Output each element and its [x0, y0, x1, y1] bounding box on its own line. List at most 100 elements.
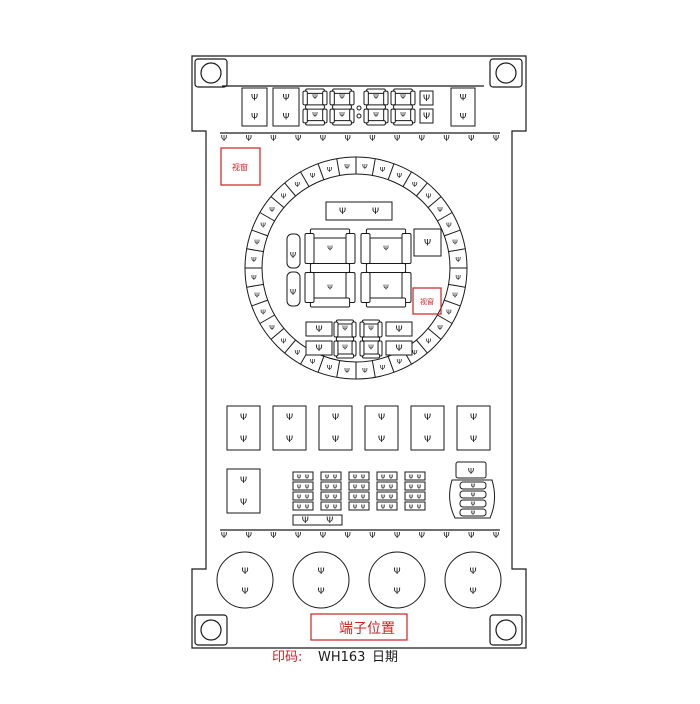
segment-box-outline: [241, 87, 268, 127]
segment-bar: [365, 263, 407, 273]
segment-bar: [401, 233, 412, 264]
pin-mark: Ψ: [409, 474, 414, 481]
top-unit-box-2: Ψ: [419, 108, 434, 124]
ring-segment-mark: Ψ: [455, 256, 461, 264]
segment-bar: [359, 340, 365, 357]
small-digit-2: ΨΨ: [359, 319, 383, 359]
small-digit-1: ΨΨ: [333, 319, 357, 359]
pin-mark: Ψ: [327, 244, 333, 252]
ring-segment-mark: Ψ: [260, 222, 266, 230]
pin-mark: Ψ: [312, 93, 318, 101]
pin-mark: Ψ: [297, 504, 302, 511]
pin-mark: Ψ: [339, 207, 346, 217]
pin-mark: Ψ: [468, 467, 474, 476]
segment-bar: [349, 90, 355, 106]
center-unit-box: Ψ: [413, 228, 442, 257]
top-digit-4: ΨΨ: [390, 88, 416, 126]
scale-tick: Ψ: [221, 134, 227, 143]
ring-segment-mark: Ψ: [426, 337, 432, 345]
segment-bar: [360, 272, 371, 303]
pin-mark: Ψ: [423, 94, 430, 104]
grid-bar-cell: [404, 501, 426, 511]
segment-bar: [286, 271, 301, 307]
segment-box-outline: [385, 340, 413, 356]
segment-box-outline: [226, 405, 261, 451]
top-right-box: ΨΨ: [450, 87, 476, 127]
icon-box-5: ΨΨ: [410, 405, 445, 451]
segment-bar: [345, 233, 356, 264]
ring-segment-divider: [259, 212, 275, 222]
ring-segment-divider: [336, 158, 341, 176]
ring-segment-mark: Ψ: [426, 193, 432, 201]
ring-segment-divider: [317, 356, 325, 373]
scale-tick: Ψ: [246, 134, 252, 143]
grid-bar-cell: [292, 481, 314, 491]
ring-segment-mark: Ψ: [455, 274, 461, 282]
ring-segment-divider: [427, 196, 442, 208]
scale-tick: Ψ: [493, 134, 499, 143]
segment-bar: [363, 108, 369, 124]
small-left-box-1: Ψ: [305, 321, 333, 337]
pin-mark: Ψ: [417, 504, 422, 511]
grid-bar-cell: [292, 501, 314, 511]
segment-bar: [309, 228, 351, 239]
pin-mark: Ψ: [469, 587, 476, 597]
pin-mark: Ψ: [395, 325, 402, 335]
segment-box-outline: [364, 405, 399, 451]
ring-segment-divider: [336, 360, 341, 378]
top-unit-box-1: Ψ: [419, 90, 434, 106]
segment-bar: [361, 336, 381, 342]
pin-mark: Ψ: [378, 435, 385, 445]
pin-mark: Ψ: [286, 413, 293, 423]
segment-bar: [322, 90, 328, 106]
big-digit-2: ΨΨ: [360, 228, 412, 308]
scale-tick: Ψ: [270, 531, 276, 540]
pin-mark: Ψ: [368, 324, 374, 332]
pin-mark: Ψ: [459, 113, 466, 123]
segment-bar: [309, 297, 351, 308]
segment-bar: [401, 272, 412, 303]
pin-mark: Ψ: [372, 207, 379, 217]
pin-mark: Ψ: [470, 435, 477, 445]
round-indicator-outline: [444, 551, 502, 609]
segment-bar: [361, 353, 381, 359]
ring-segment-mark: Ψ: [281, 337, 287, 345]
pin-mark: Ψ: [353, 474, 358, 481]
pin-mark: Ψ: [327, 283, 333, 291]
pin-mark: Ψ: [333, 494, 338, 501]
battery-bar: [459, 481, 487, 490]
pin-mark: Ψ: [389, 494, 394, 501]
ring-segment-divider: [270, 328, 285, 340]
grid-bar-cell: [348, 491, 370, 501]
scale-tick: Ψ: [221, 531, 227, 540]
pin-mark: Ψ: [326, 516, 333, 526]
segment-box-outline: [272, 405, 307, 451]
pin-mark: Ψ: [241, 567, 248, 577]
top-colon-dot: [356, 105, 362, 111]
segment-bar: [305, 120, 325, 126]
mount-hole-bottom-left: [194, 614, 228, 646]
small-left-box-2: Ψ: [305, 340, 333, 356]
pin-mark: Ψ: [240, 498, 247, 508]
pin-mark: Ψ: [409, 494, 414, 501]
segment-bar: [333, 340, 339, 357]
pin-mark: Ψ: [417, 474, 422, 481]
grid-bar-cell: [404, 481, 426, 491]
ring-segment-mark: Ψ: [437, 206, 443, 214]
pin-mark: Ψ: [378, 413, 385, 423]
ring-segment-divider: [246, 248, 264, 253]
ring-segment-mark: Ψ: [254, 238, 260, 246]
scale-tick: Ψ: [320, 134, 326, 143]
ring-segment-mark: Ψ: [294, 181, 300, 189]
grid-bar-cell: [376, 491, 398, 501]
top-left-box-2: ΨΨ: [272, 87, 300, 127]
segment-bar: [329, 90, 335, 106]
ring-segment-mark: Ψ: [310, 172, 316, 180]
